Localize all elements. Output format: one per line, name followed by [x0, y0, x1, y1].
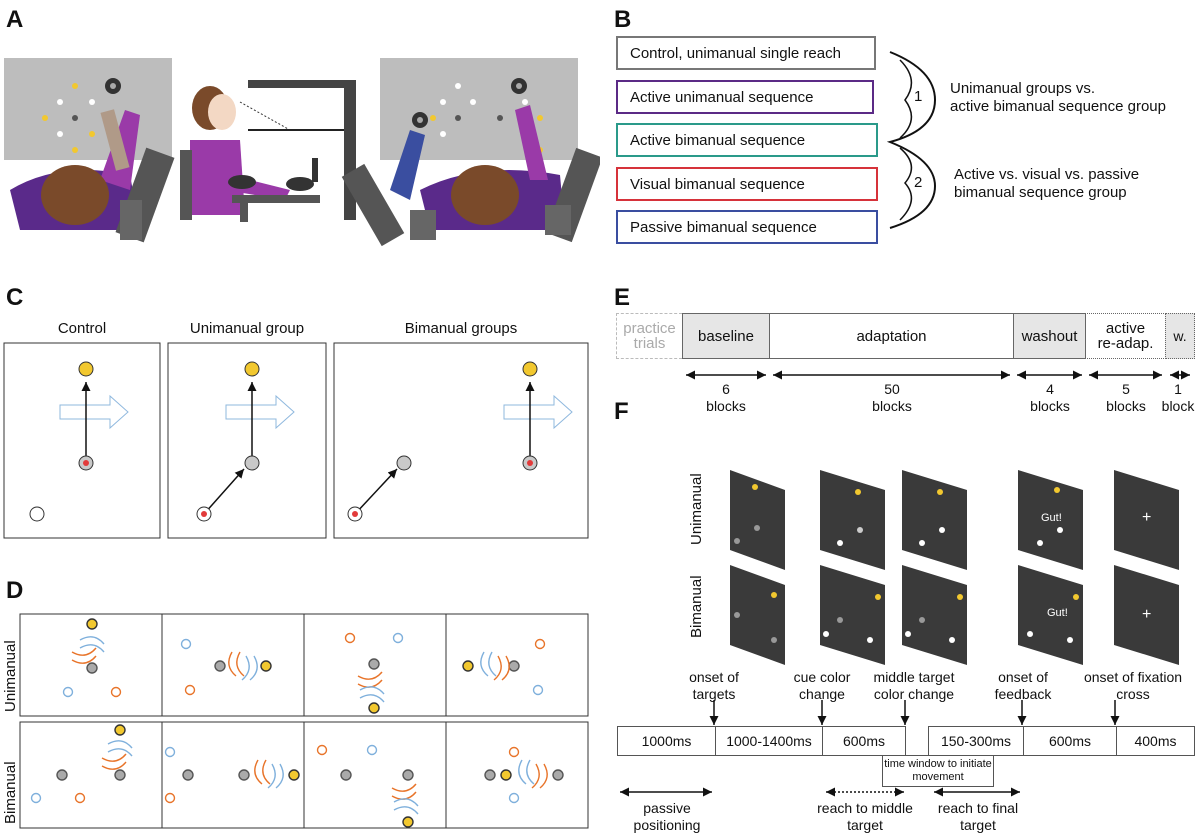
panel-label-e: E [614, 284, 631, 311]
setup-illustration [4, 58, 600, 247]
comparison-2-number: 2 [914, 174, 923, 191]
sequence-directions-diagram [19, 613, 589, 829]
comparison-brackets [886, 51, 937, 229]
feedback-text-unimanual: Gut! [1041, 512, 1062, 524]
e-count-baseline-n: 6 [722, 381, 730, 397]
event-onset-feedback: onset of feedback [994, 669, 1052, 702]
duration-150-300ms: 150-300ms [928, 726, 1024, 756]
panel-label-a: A [6, 6, 24, 33]
e-count-readaptation-n: 5 [1122, 381, 1130, 397]
segment-adaptation: adaptation [769, 313, 1014, 359]
movement-passive-positioning: passive positioning [633, 800, 701, 833]
movement-reach-final: reach to final target [937, 800, 1019, 833]
duration-400ms: 400ms [1116, 726, 1195, 756]
e-count-baseline-unit: blocks [706, 398, 746, 414]
group-box: Active bimanual sequence [616, 123, 878, 157]
event-onset-fixation: onset of fixation cross [1083, 669, 1183, 702]
duration-600ms-a: 600ms [822, 726, 906, 756]
segment-practice-trials: practice trials [616, 313, 682, 359]
movement-reach-middle: reach to middle target [817, 800, 913, 833]
e-count-readaptation-unit: blocks [1106, 398, 1146, 414]
c-title-bimanual: Bimanual groups [404, 320, 518, 337]
reach-conditions-diagram [3, 342, 589, 539]
comparison-1-line2: active bimanual sequence group [950, 98, 1166, 115]
e-count-final-washout-n: 1 [1174, 381, 1182, 397]
comparison-2-text: Active vs. visual vs. passive bimanual s… [954, 166, 1139, 202]
panel-label-f: F [614, 398, 629, 425]
panel-label-c: C [6, 284, 24, 311]
duration-600ms-b: 600ms [1023, 726, 1117, 756]
comparison-2-line1: Active vs. visual vs. passive [954, 166, 1140, 183]
c-title-control: Control [57, 320, 107, 337]
e-count-washout-n: 4 [1046, 381, 1054, 397]
e-count-adaptation-n: 50 [884, 381, 900, 397]
fixation-cross-bimanual: + [1142, 606, 1152, 623]
group-box: Passive bimanual sequence [616, 210, 878, 244]
event-middle-target-change: middle target color change [873, 669, 955, 702]
c-title-unimanual: Unimanual group [189, 320, 305, 337]
time-window-box: time window to initiate movement [882, 755, 994, 787]
group-box: Active unimanual sequence [616, 80, 874, 114]
block-duration-arrows [686, 370, 1190, 380]
panel-label-b: B [614, 6, 632, 33]
panel-label-d: D [6, 577, 24, 604]
e-count-adaptation-unit: blocks [872, 398, 912, 414]
comparison-1-number: 1 [914, 88, 923, 105]
fixation-cross-unimanual: + [1142, 509, 1152, 526]
comparison-2-line2: bimanual sequence group [954, 184, 1127, 201]
comparison-1-line1: Unimanual groups vs. [950, 80, 1096, 97]
group-box: Control, unimanual single reach [616, 36, 876, 70]
e-count-final-washout-unit: block [1161, 398, 1195, 414]
segment-washout-short: w. [1165, 313, 1195, 359]
feedback-text-bimanual: Gut! [1047, 607, 1068, 619]
group-box: Visual bimanual sequence [616, 167, 878, 201]
event-onset-targets: onset of targets [689, 669, 739, 702]
duration-1000-1400ms: 1000-1400ms [715, 726, 823, 756]
comparison-1-text: Unimanual groups vs. active bimanual seq… [950, 80, 1166, 116]
e-count-washout-unit: blocks [1030, 398, 1070, 414]
segment-washout: washout [1013, 313, 1086, 359]
duration-1000ms: 1000ms [617, 726, 716, 756]
event-cue-color-change: cue color change [793, 669, 851, 702]
